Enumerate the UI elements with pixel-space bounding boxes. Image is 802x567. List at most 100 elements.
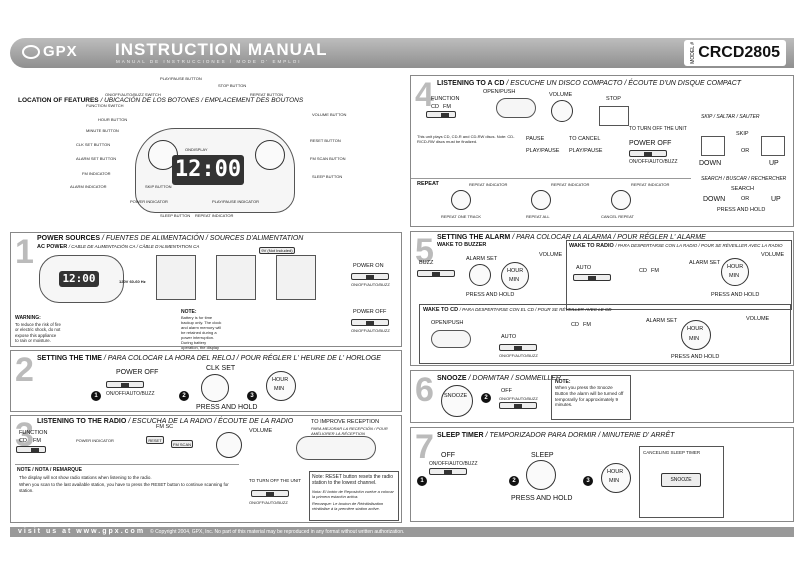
- label-stop-button: STOP BUTTON: [218, 83, 247, 88]
- improve-reception-alt: PARA MEJORAR LA RECEPCIÓN / POUR AMÉLIOR…: [311, 426, 388, 436]
- sleep-label: SLEEP: [531, 452, 554, 459]
- model-label: MODEL #: [690, 42, 697, 64]
- open-push-label: OPEN/PUSH: [431, 320, 464, 326]
- radio-note-title: NOTE / NOTA / REMARQUE: [17, 467, 82, 473]
- skip-title: SKIP / SALTAR / SAUTER: [701, 114, 760, 120]
- location-title-en: LOCATION OF FEATURES: [18, 97, 99, 104]
- section-title-alt: / TEMPORIZADOR PARA DORMIR / MINUTERIE D…: [485, 432, 675, 439]
- wake-cd-en: WAKE TO CD: [423, 307, 459, 313]
- snooze-note-box: NOTE: When you press the Snooze Button t…: [551, 375, 631, 420]
- power-indicator-label: POWER INDICATOR: [76, 438, 114, 443]
- wake-cd-box: [419, 304, 791, 364]
- power-off-switch-icon: [629, 150, 667, 157]
- fm-label: FM: [651, 268, 659, 274]
- section-title-alt: / PARA COLOCAR LA HORA DEL RELOJ / POUR …: [103, 355, 381, 362]
- switch-label: ON/OFF/AUTO/BUZZ: [629, 159, 678, 165]
- press-hold-label-3: PRESS AND HOLD: [671, 354, 720, 360]
- switch-label: ON/OFF/AUTO/BUZZ: [429, 461, 478, 467]
- step-2-badge: 2: [509, 476, 519, 486]
- section-title: SLEEP TIMER / TEMPORIZADOR PARA DORMIR /…: [437, 432, 674, 439]
- hour-label-3: HOUR: [687, 326, 704, 332]
- hour-min-dial-icon-2: [721, 258, 749, 286]
- section-number: 3: [15, 416, 34, 454]
- label-clkset-button: CLK SET BUTTON: [76, 142, 111, 147]
- section-title: SETTING THE TIME / PARA COLOCAR LA HORA …: [37, 355, 381, 362]
- cd-door-illustration: [431, 330, 471, 348]
- cancel-sleep-box: [639, 446, 724, 518]
- finger-press-icon: [201, 374, 229, 402]
- repeat-indicator-label-3: REPEAT INDICATOR: [631, 182, 670, 187]
- function-switch-icon: [16, 446, 46, 453]
- footer-bar: visit us at www.gpx.com © Copyright 2004…: [10, 527, 794, 537]
- volume-label-2: VOLUME: [761, 252, 785, 258]
- play-pause-label: PLAY/PAUSE: [526, 148, 560, 154]
- hour-label: HOUR: [507, 268, 524, 274]
- gpx-logo-icon: [22, 45, 40, 60]
- snooze-note-title: NOTE:: [555, 379, 571, 385]
- footer-url[interactable]: visit us at www.gpx.com: [18, 528, 146, 535]
- function-label: FUNCTION: [431, 96, 460, 102]
- hour-label: HOUR: [607, 469, 624, 475]
- alarm-set-label: ALARM SET: [466, 256, 498, 262]
- volume-label: VOLUME: [249, 428, 273, 434]
- section-title-alt: / FUENTES DE ALIMENTACIÓN / SOURCES D'AL…: [101, 235, 304, 242]
- volume-label: VOLUME: [539, 252, 563, 258]
- label-repeat-button: REPEAT BUTTON: [250, 92, 284, 97]
- cancel-repeat-label: CANCEL REPEAT: [601, 214, 634, 219]
- section-title-en: POWER SOURCES: [37, 235, 101, 242]
- clk-set-label: CLK SET: [206, 365, 236, 372]
- off-switch-icon: [429, 468, 467, 475]
- search-up-label: UP: [771, 196, 781, 203]
- reset-note-en: Note: RESET button resets the radio stat…: [312, 474, 394, 487]
- switch-label: ON/OFF/AUTO/BUZZ: [499, 396, 538, 401]
- label-play-indicator: PLAY/PAUSE INDICATOR: [212, 199, 260, 204]
- battery-step-3: [276, 255, 316, 300]
- section-title: POWER SOURCES / FUENTES DE ALIMENTACIÓN …: [37, 235, 303, 242]
- section-title-en: SNOOZE: [437, 375, 467, 382]
- search-or-label: OR: [741, 196, 750, 202]
- fm-label: FM: [443, 104, 451, 110]
- section-setting-time: 2 SETTING THE TIME / PARA COLOCAR LA HOR…: [10, 350, 402, 412]
- improve-reception-title: TO IMPROVE RECEPTION: [311, 419, 380, 425]
- off-label: OFF: [501, 388, 512, 394]
- manual-title: INSTRUCTION MANUAL: [115, 40, 328, 59]
- section-listening-radio: 3 LISTENING TO THE RADIO / ESCUCHA DE LA…: [10, 415, 402, 523]
- section-title: LISTENING TO A CD / ESCUCHE UN DISCO COM…: [437, 80, 741, 87]
- label-reset-button: RESET BUTTON: [310, 138, 341, 143]
- repeat-one-label: REPEAT ONE TRACK: [441, 214, 482, 219]
- section-snooze: 6 SNOOZE / DORMITAR / SOMMEILLER SNOOZE …: [410, 370, 794, 423]
- switch-label: ON/OFF/AUTO/BUZZ: [499, 353, 538, 358]
- stop-label: STOP: [606, 96, 621, 102]
- section-number: 1: [15, 233, 34, 271]
- section-title: SNOOZE / DORMITAR / SOMMEILLER: [437, 375, 561, 382]
- min-label: MIN: [509, 277, 520, 283]
- unit-brand-text: ONDISPLAY: [185, 147, 208, 152]
- power-on-switch-label: ON/OFF/AUTO/BUZZ: [351, 282, 390, 287]
- model-number: CRCD2805: [698, 44, 780, 61]
- label-sleep-button: SLEEP BUTTON: [312, 174, 343, 179]
- alarm-set-label-2: ALARM SET: [689, 260, 721, 266]
- section-title-en: SETTING THE ALARM: [437, 234, 511, 241]
- cd-label-2: CD: [571, 322, 579, 328]
- cd-label: CD: [431, 104, 439, 110]
- unit-display: 12:00: [172, 155, 244, 185]
- section-title: LISTENING TO THE RADIO / ESCUCHA DE LA R…: [37, 418, 293, 425]
- radio-note-1: The display will not show radio stations…: [19, 475, 152, 480]
- hour-min-dial-icon: [266, 371, 296, 401]
- skip-down-icon: [701, 136, 725, 156]
- pause-label: PAUSE: [526, 136, 545, 142]
- wake-cd-alt: / PARA DESPERTARSE CON EL CD / POUR SE R…: [459, 307, 612, 312]
- manual-subtitle: MANUAL DE INSTRUCCIONES / MODE D' EMPLOI: [116, 59, 302, 64]
- play-pause-label-2: PLAY/PAUSE: [569, 148, 603, 154]
- step-2-badge: 2: [179, 391, 189, 401]
- label-repeat-indicator: REPEAT INDICATOR: [195, 213, 234, 218]
- power-on-label: POWER ON: [353, 263, 384, 269]
- antenna-illustration: [296, 436, 376, 460]
- wake-radio-alt: / PARA DESPERTARSE CON LA RADIO / POUR S…: [615, 243, 783, 248]
- brand-logo: GPX: [22, 43, 78, 60]
- divider: [15, 464, 239, 465]
- section-title-en: SLEEP TIMER: [437, 432, 484, 439]
- auto-label: AUTO: [576, 265, 592, 271]
- section-title: SETTING THE ALARM / PARA COLOCAR LA ALAR…: [437, 234, 706, 241]
- step-3-badge: 3: [583, 476, 593, 486]
